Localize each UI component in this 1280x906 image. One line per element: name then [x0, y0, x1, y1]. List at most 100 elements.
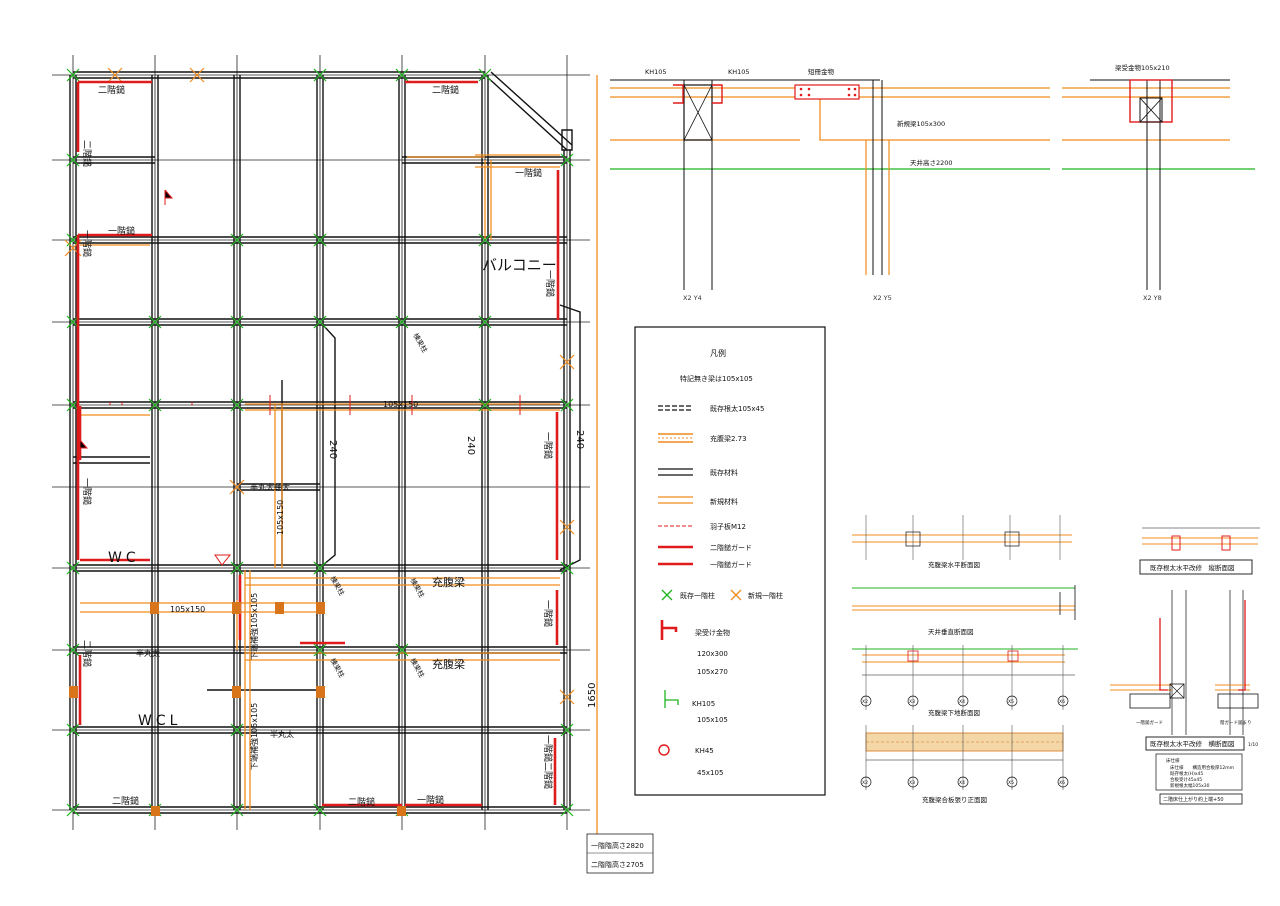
label-post-3: 棟束柱 [408, 577, 426, 600]
label-x2y8: X2 Y8 [1143, 294, 1162, 302]
label-fukkuryo-1: 充腹梁 [432, 575, 465, 589]
height-first: 一階階高さ2820 [591, 841, 644, 850]
legend-guard-1f: 一階鎚ガード [658, 560, 752, 569]
label-105x150-b: 105x150 [170, 605, 205, 614]
svg-text:X2: X2 [862, 780, 868, 786]
label-ceiling: 天井高さ2200 [910, 158, 953, 167]
label-wc: WC [108, 550, 140, 566]
detail-bottom-b: 階ガード鎚まり [1220, 719, 1252, 726]
detail-title-plywood: 充腹梁合板張り正面図 [922, 795, 987, 804]
axis-circles-a [860, 695, 1069, 707]
detail-title-under: 充腹梁下地断面図 [928, 708, 980, 717]
label-tanzaki: 短冊金物 [808, 67, 835, 76]
guard-label-ikkai-2: 一階鎚 [515, 167, 542, 179]
guard-label-ikkai-v6: 一階鎚 [542, 735, 554, 762]
svg-text:105x105: 105x105 [697, 716, 728, 724]
legend-kh105: KH105 105x105 [664, 690, 728, 724]
legend-fukkuryo: 充腹梁2.73 [658, 433, 747, 443]
label-240-c: 240 [574, 430, 585, 449]
svg-text:X4: X4 [959, 699, 965, 705]
guard-label-ikkai-v4: 一階鎚 [542, 432, 554, 459]
label-new-beam: 新規梁105x300 [897, 119, 945, 128]
guard-label-nikai-1: 二階鎚 [98, 84, 125, 96]
label-balcony: バルコニー [482, 256, 557, 274]
legend-guard-2f: 二階鎚ガード [658, 543, 752, 552]
legend: 凡例 特記無き梁は105x105 既存根太105x45 充腹梁2.73 既存材料… [634, 326, 826, 796]
svg-text:既存根太(H)x45: 既存根太(H)x45 [1170, 770, 1203, 777]
label-wcl: WCL [138, 713, 181, 729]
label-240-b: 240 [465, 436, 476, 455]
label-fukkuryo-2: 充腹梁 [432, 657, 465, 671]
legend-new-mat: 新規材料 [658, 496, 738, 506]
guard-label-ikkai-v5: 一階鎚 [542, 600, 554, 627]
label-x2y5: X2 Y5 [873, 294, 892, 302]
legend-note: 特記無き梁は105x105 [680, 374, 753, 383]
guard-label-nikai-v3: 二階鎚 [542, 762, 554, 789]
svg-text:X5: X5 [1008, 780, 1014, 786]
axis-circles-b [860, 776, 1069, 788]
label-x2y4: X2 Y4 [683, 294, 702, 302]
svg-text:床仕様: 床仕様 [1166, 757, 1180, 764]
label-lower-beam-a: 下端補強105x105 [249, 593, 259, 660]
svg-text:新規材料: 新規材料 [710, 497, 738, 506]
detail-under: X2 X3 X4 X5 X6 充腹梁下地断面図 [852, 645, 1078, 717]
detail-ceiling: 天井垂直断面図 [852, 585, 1076, 636]
guard-label-nikai-v1: 二階鎚 [81, 140, 93, 167]
spec-box: 床仕様 床仕様 構造用合板厚12mm 既存根太(H)x45 合板受け45x45 … [1155, 753, 1243, 805]
height-second: 二階階高さ2705 [591, 860, 644, 869]
svg-text:床仕様 構造用合板厚12mm: 床仕様 構造用合板厚12mm [1170, 764, 1234, 771]
label-kh105-b: KH105 [728, 68, 750, 76]
guard-label-nikai-v2: 二階鎚 [81, 640, 93, 667]
top-sections: KH105 KH105 X2 Y4 短冊金物 新規梁105x300 天井高さ22… [610, 63, 1255, 302]
detail-title-ceiling: 天井垂直断面図 [928, 627, 974, 636]
guard-label-ikkai-v2: 一階鎚 [81, 478, 93, 505]
label-1650: 1650 [587, 683, 598, 708]
label-105x150-v: 105x150 [276, 500, 285, 535]
svg-text:充腹梁2.73: 充腹梁2.73 [710, 434, 747, 443]
svg-text:羽子板M12: 羽子板M12 [710, 522, 746, 531]
label-105x150-a: 105x150 [383, 400, 418, 409]
new-post-marks [64, 67, 575, 705]
svg-text:X3: X3 [909, 699, 915, 705]
legend-haneita: 羽子板M12 [658, 522, 746, 531]
floor-plan: バルコニー WC WCL 充腹梁 充腹梁 105x150 105x150 105… [52, 55, 654, 874]
haneita-marks [79, 189, 521, 566]
detail-joist-cross: 一階鎚ガード 階ガード鎚まり 既存根太水平改修 横断面図 1/10 [1110, 590, 1259, 751]
detail-title-joist-cross: 既存根太水平改修 横断面図 [1150, 739, 1235, 748]
svg-text:既存根太105x45: 既存根太105x45 [710, 404, 764, 413]
legend-title: 凡例 [710, 348, 726, 358]
guard-label-ikkai-v3: 一階鎚 [544, 270, 556, 297]
axis-labels-b: X2 X3 X4 X5 X6 [862, 780, 1065, 786]
svg-text:X4: X4 [959, 780, 965, 786]
svg-text:X6: X6 [1059, 699, 1065, 705]
label-lower-beam-b: 下端補強105x105 [249, 703, 259, 770]
guard-label-ikkai-1: 一階鎚 [108, 225, 135, 237]
guard-label-nikai-4: 二階鎚 [348, 796, 375, 808]
legend-kh45: KH45 45x105 [658, 744, 723, 777]
svg-text:X5: X5 [1008, 699, 1014, 705]
svg-text:既存材料: 既存材料 [710, 468, 738, 477]
svg-text:KH45: KH45 [695, 747, 714, 755]
plan-labels: バルコニー WC WCL 充腹梁 充腹梁 105x150 105x150 105… [81, 84, 598, 808]
guard-label-nikai-2: 二階鎚 [432, 84, 459, 96]
axis-labels-a: X2 X3 X4 X5 X6 [862, 699, 1065, 705]
legend-existing-mat: 既存材料 [658, 468, 738, 477]
section-x2y8: 梁受金物105x210 X2 Y8 [1062, 63, 1255, 302]
floor-height-box: 一階階高さ2820 二階階高さ2705 [586, 833, 654, 874]
svg-text:105x270: 105x270 [697, 668, 728, 676]
guard-label-ikkai-v1: 一階鎚 [81, 230, 93, 257]
svg-text:新規根太幅105x30: 新規根太幅105x30 [1170, 782, 1210, 789]
svg-text:二階鎚ガード: 二階鎚ガード [710, 543, 752, 552]
label-beam-hw: 梁受金物105x210 [1115, 63, 1170, 72]
svg-text:一階鎚ガード: 一階鎚ガード [710, 560, 752, 569]
detail-scale: 1/10 [1248, 742, 1258, 748]
label-post-1: 棟束柱 [411, 332, 429, 355]
svg-text:45x105: 45x105 [697, 769, 723, 777]
grid-lines [52, 55, 590, 830]
svg-text:X2: X2 [862, 699, 868, 705]
svg-text:新規一階柱: 新規一階柱 [748, 591, 783, 600]
section-x2y5: 短冊金物 新規梁105x300 天井高さ2200 X2 Y5 [794, 67, 1050, 302]
detail-horizontal: 充腹梁水平断面図 [852, 515, 1072, 569]
svg-text:合板受け45x45: 合板受け45x45 [1170, 776, 1202, 783]
